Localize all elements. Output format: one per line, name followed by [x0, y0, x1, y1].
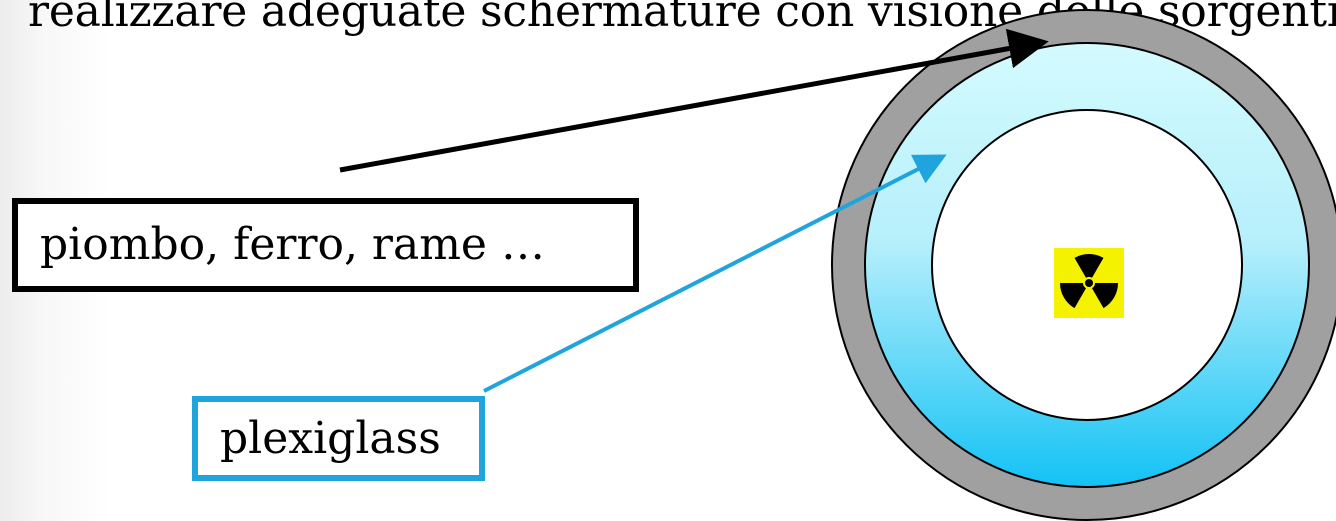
- metal-pointer-arrow: [339, 28, 1049, 173]
- radiation-trefoil-icon: [1054, 248, 1124, 318]
- metal-label: piombo, ferro, rame …: [40, 219, 545, 270]
- plexiglass-label-box: plexiglass: [192, 396, 485, 481]
- plexiglass-label: plexiglass: [220, 412, 441, 464]
- plexiglass-pointer-arrow: [483, 154, 947, 393]
- metal-label-box: piombo, ferro, rame …: [12, 198, 639, 292]
